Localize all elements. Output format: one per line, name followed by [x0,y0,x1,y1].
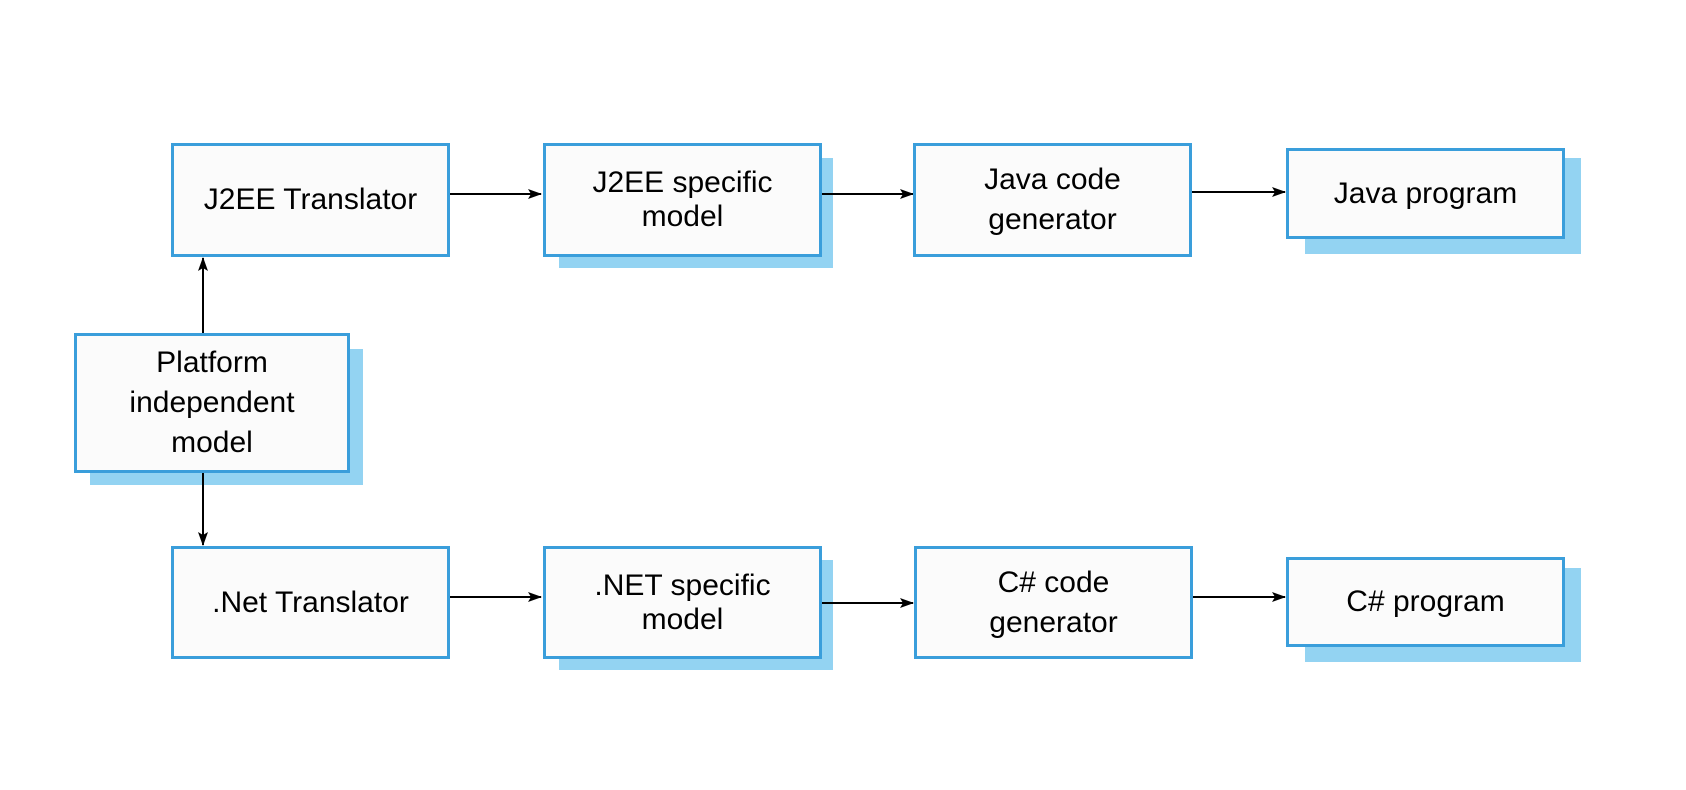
java-program-label: Java program [1333,176,1518,210]
j2ee-translator-label: J2EE Translator [203,183,418,216]
net-specific-model-box: .NET specific model [543,546,822,659]
java-program-box: Java program [1286,148,1565,239]
csharp-code-generator-box: C# code generator [914,546,1193,659]
csharp-program-label: C# program [1346,585,1505,618]
platform-independent-model-label: Platform independent model [129,346,295,459]
net-translator-box: .Net Translator [171,546,450,659]
java-code-generator-label: Java code generator [984,163,1121,236]
j2ee-translator-box: J2EE Translator [171,143,450,257]
platform-independent-model-box: Platform independent model [74,333,350,473]
j2ee-specific-model-box: J2EE specific model [543,143,822,257]
j2ee-specific-model-label: J2EE specific model [592,166,773,233]
java-code-generator-box: Java code generator [913,143,1192,257]
csharp-code-generator-label: C# code generator [989,565,1118,639]
net-translator-label: .Net Translator [212,585,409,619]
csharp-program-box: C# program [1286,557,1565,647]
net-specific-model-label: .NET specific model [594,568,771,636]
